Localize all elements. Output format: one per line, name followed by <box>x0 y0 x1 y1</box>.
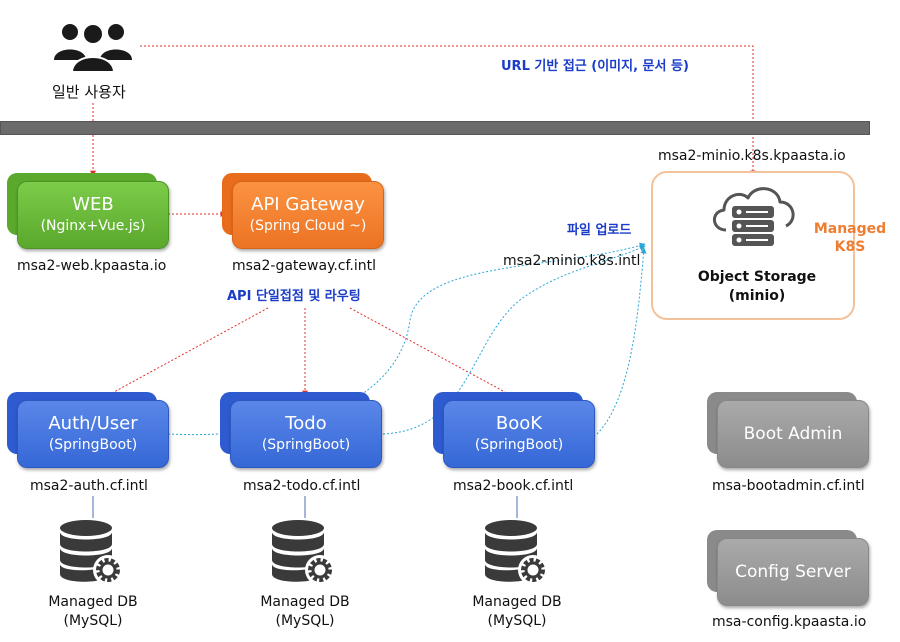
book-subtitle: (SpringBoot) <box>474 437 564 453</box>
web-title: WEB <box>72 194 114 215</box>
db-label-auth: Managed DB (MySQL) <box>28 593 158 631</box>
boot-admin-node[interactable]: Boot Admin <box>707 392 869 468</box>
web-node[interactable]: WEB (Nginx+Vue.js) <box>7 173 169 249</box>
web-host: msa2-web.kpaasta.io <box>17 258 167 274</box>
users-label: 일반 사용자 <box>52 83 126 101</box>
boot-admin-title: Boot Admin <box>743 424 843 444</box>
minio-external-host: msa2-minio.k8s.kpaasta.io <box>658 148 846 164</box>
todo-title: Todo <box>285 413 327 434</box>
auth-subtitle: (SpringBoot) <box>48 437 138 453</box>
api-gateway-node[interactable]: API Gateway (Spring Cloud ~) <box>222 173 384 249</box>
gateway-to-auth-arrow <box>102 307 269 399</box>
object-storage-label: Object Storage (minio) <box>692 268 822 306</box>
db-auth-line2: (MySQL) <box>63 613 123 629</box>
book-title: BooK <box>495 413 543 434</box>
db-label-todo: Managed DB (MySQL) <box>240 593 370 631</box>
users-icon <box>54 23 132 73</box>
cloud-server-icon <box>713 187 795 246</box>
users-to-minio-arrow <box>140 45 756 177</box>
database-gear-icon <box>272 520 335 585</box>
managed-k8s-label: Managed K8S <box>808 220 892 256</box>
todo-host: msa2-todo.cf.intl <box>243 478 361 494</box>
database-gear-icon <box>485 520 548 585</box>
boot-admin-host: msa-bootadmin.cf.intl <box>712 478 865 494</box>
todo-service-node[interactable]: Todo (SpringBoot) <box>220 392 382 468</box>
db-todo-line1: Managed DB <box>260 594 350 610</box>
config-server-title: Config Server <box>735 562 851 582</box>
file-upload-label: 파일 업로드 <box>567 223 632 238</box>
minio-internal-host: msa2-minio.k8s.intl <box>503 253 641 269</box>
object-storage-line1: Object Storage <box>697 269 817 285</box>
web-subtitle: (Nginx+Vue.js) <box>40 218 146 234</box>
gateway-subtitle: (Spring Cloud ~) <box>249 218 367 234</box>
db-book-line1: Managed DB <box>472 594 562 610</box>
gateway-host: msa2-gateway.cf.intl <box>232 258 377 274</box>
network-bar <box>0 121 870 135</box>
managed-k8s-line1: Managed <box>813 221 887 237</box>
auth-title: Auth/User <box>48 413 138 434</box>
todo-subtitle: (SpringBoot) <box>261 437 351 453</box>
object-storage-line2: (minio) <box>728 288 786 304</box>
book-upload-curve <box>596 247 647 435</box>
db-book-line2: (MySQL) <box>487 613 547 629</box>
db-todo-line2: (MySQL) <box>275 613 335 629</box>
db-auth-line1: Managed DB <box>48 594 138 610</box>
managed-k8s-line2: K8S <box>834 239 866 255</box>
database-gear-icon <box>60 520 123 585</box>
auth-host: msa2-auth.cf.intl <box>30 478 148 494</box>
auth-service-node[interactable]: Auth/User (SpringBoot) <box>7 392 169 468</box>
routing-label: API 단일접점 및 라우팅 <box>227 289 361 304</box>
config-server-host: msa-config.kpaasta.io <box>712 614 867 630</box>
book-service-node[interactable]: BooK (SpringBoot) <box>433 392 595 468</box>
db-label-book: Managed DB (MySQL) <box>452 593 582 631</box>
gateway-title: API Gateway <box>251 194 365 215</box>
todo-upload-curve <box>382 245 646 435</box>
url-access-label: URL 기반 접근 (이미지, 문서 등) <box>501 59 689 74</box>
book-host: msa2-book.cf.intl <box>453 478 574 494</box>
gateway-to-book-arrow <box>349 307 517 399</box>
config-server-node[interactable]: Config Server <box>707 530 869 606</box>
